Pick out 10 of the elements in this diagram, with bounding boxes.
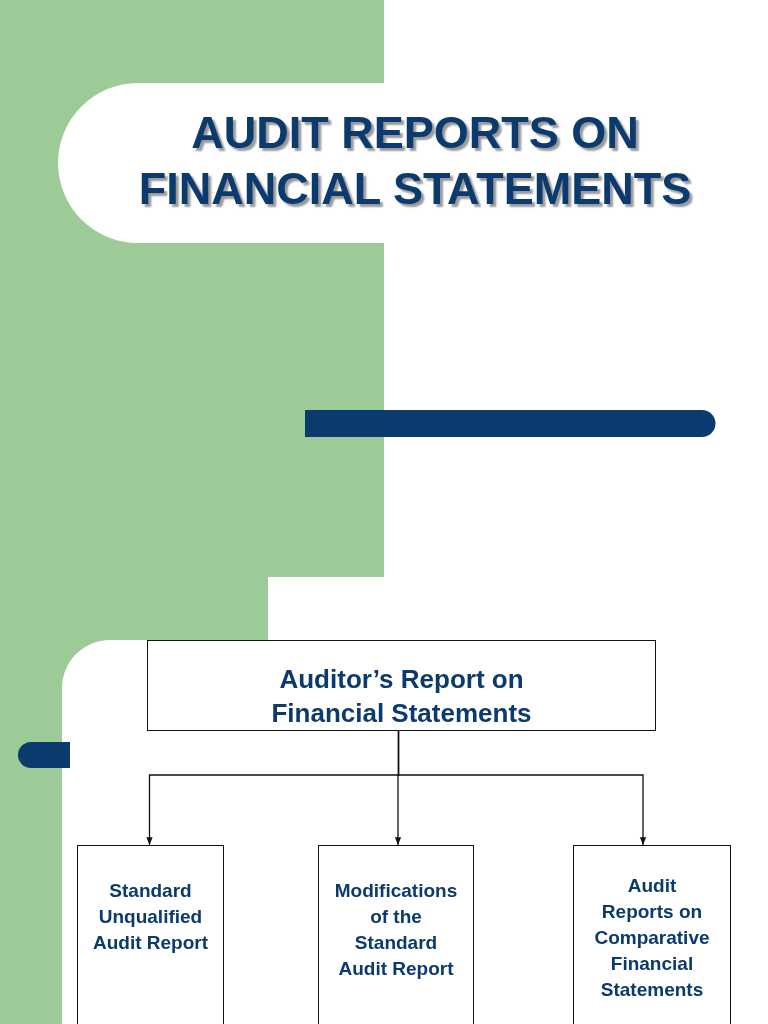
report-box (77, 845, 224, 1024)
box-label: Auditor’s Report on Financial Statements (270, 663, 533, 730)
report-box (318, 845, 474, 1024)
box-label: Standard Unqualified Audit Report (91, 879, 209, 955)
box-label: Audit Reports on Comparative Financial Statements (593, 874, 711, 1002)
report-box (147, 640, 656, 731)
report-box (573, 845, 731, 1024)
slide-title: AUDIT REPORTS ON FINANCIAL STATEMENTS (137, 106, 693, 216)
box-label: Modifications of the Standard Audit Report (333, 879, 459, 981)
connector-arrow (397, 730, 647, 846)
